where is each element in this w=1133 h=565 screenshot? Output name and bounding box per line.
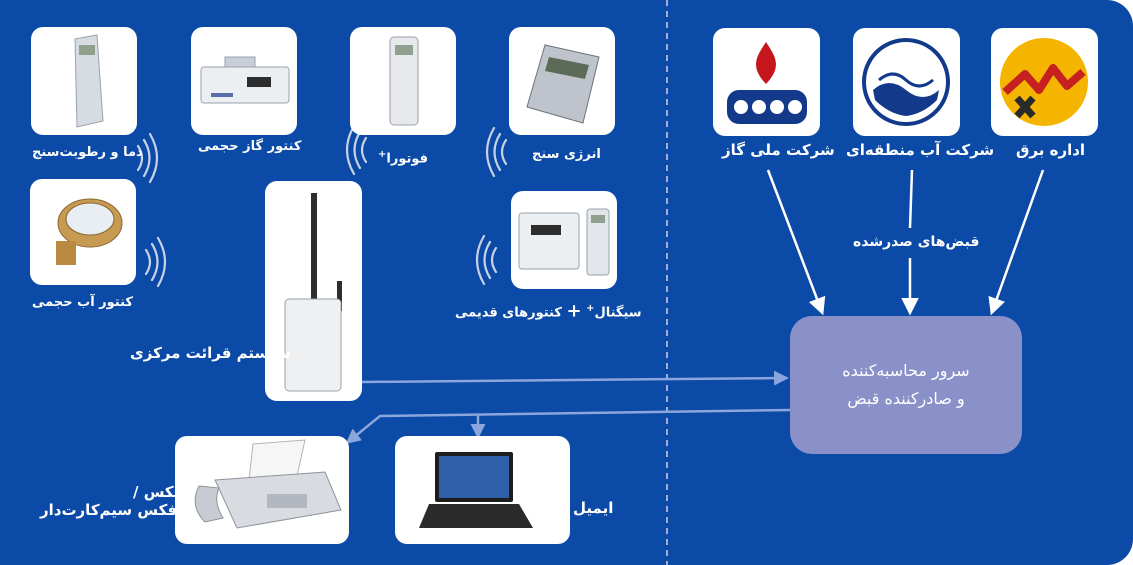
label-water-meter: کنتور آب حجمی <box>32 295 133 310</box>
arrow-water-to-server <box>908 169 914 229</box>
power-company-logo-icon <box>1000 38 1088 126</box>
gas-company-logo-icon <box>727 42 807 124</box>
temp-humidity-sensor-icon <box>74 34 104 128</box>
wave-energy <box>485 126 508 178</box>
label-fotora-text: فوتورا <box>386 151 429 167</box>
arrow-power-to-server <box>988 169 1045 316</box>
fax-card <box>175 436 349 544</box>
label-signal-plus: + <box>566 300 582 322</box>
label-signal-legacy: سیگنال+ + کنتورهای قدیمی <box>455 300 642 321</box>
label-power-company: اداره برق <box>1016 141 1086 159</box>
label-temp-humidity: دما و رطوبت‌سنج <box>32 145 143 160</box>
laptop-icon <box>419 452 533 528</box>
water-meter-icon <box>56 198 123 265</box>
billing-server-box: سرور محاسبه‌کننده و صادرکننده قبض <box>790 316 1022 454</box>
label-gas-meter: کنتور گاز حجمی <box>198 139 302 154</box>
label-email: ایمیل <box>573 499 614 517</box>
energy-meter-icon <box>526 44 600 124</box>
temp-humidity-card <box>31 27 137 135</box>
central-reader-icon <box>284 193 342 392</box>
server-line-2: و صادرکننده قبض <box>847 389 965 408</box>
label-energy-meter: انرژی سنج <box>532 147 601 162</box>
gas-meter-card <box>191 27 297 135</box>
label-gas-company: شرکت ملی گاز <box>722 141 835 159</box>
label-central-system: سیستم قرائت مرکزی <box>130 344 291 362</box>
wave-temp <box>136 132 159 184</box>
fotora-device-icon <box>389 36 419 126</box>
server-line-1: سرور محاسبه‌کننده <box>842 361 970 380</box>
signal-legacy-card <box>511 191 617 289</box>
gas-meter-icon <box>200 56 290 104</box>
water-meter-card <box>30 179 136 285</box>
label-fotora-sup: + <box>378 149 387 160</box>
water-company-logo-icon <box>862 38 950 126</box>
wireless-waves <box>136 124 508 288</box>
energy-meter-card <box>509 27 615 135</box>
label-legacy-text: کنتورهای قدیمی <box>455 305 562 321</box>
email-card <box>395 436 570 544</box>
label-fotora: فوتورا+ <box>378 146 428 167</box>
label-signal-sup: + <box>586 303 595 314</box>
fax-machine-icon <box>194 439 342 529</box>
gas-company-card <box>713 28 820 136</box>
central-system-card <box>265 181 362 401</box>
arrow-gas-to-server <box>766 169 826 316</box>
label-fax-2: فکس سیم‌کارت‌دار <box>40 501 178 519</box>
water-company-card <box>853 28 960 136</box>
arrow-server-to-fax <box>345 408 791 444</box>
legacy-meter-signal-icon <box>518 208 610 276</box>
label-signal-text: سیگنال <box>594 305 642 321</box>
label-fax-1: فکس / <box>133 483 184 501</box>
arrow-central-to-server <box>361 370 789 386</box>
wave-signal <box>475 234 498 286</box>
power-company-card <box>991 28 1098 136</box>
label-water-company: شرکت آب منطقه‌ای <box>846 141 995 159</box>
label-bills-issued: قبض‌های صدرشده <box>853 234 980 250</box>
wave-water <box>144 236 167 288</box>
fotora-card <box>350 27 456 135</box>
